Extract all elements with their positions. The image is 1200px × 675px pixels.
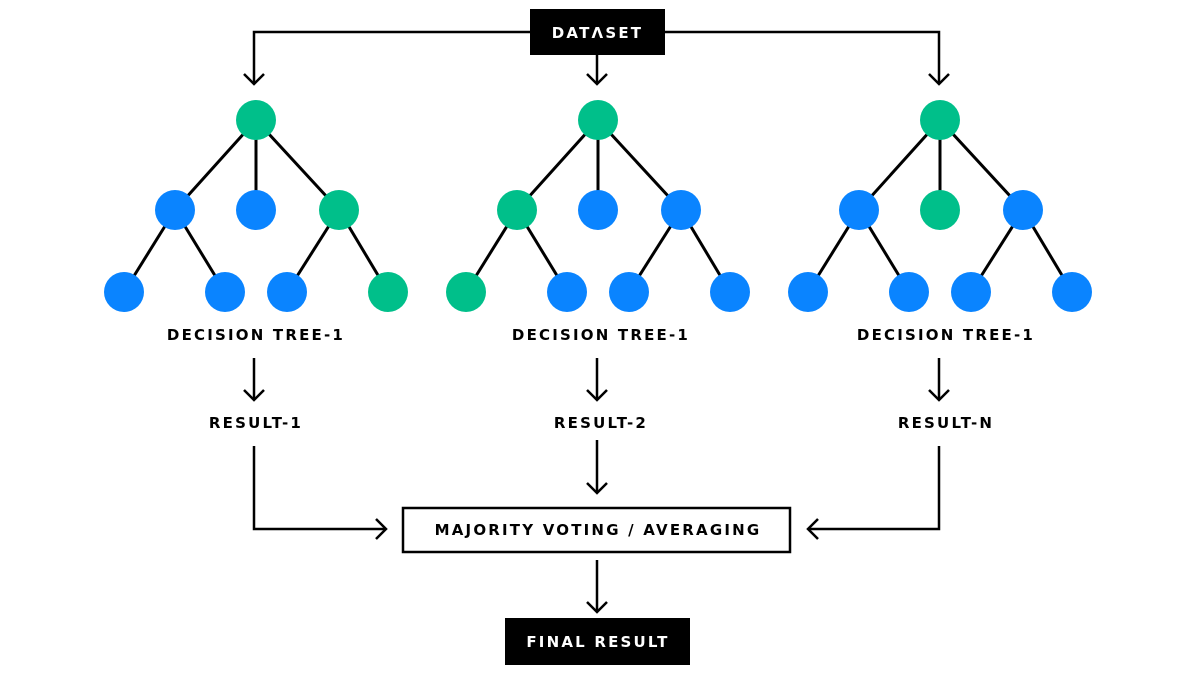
tree-leaf-node [205,272,245,312]
aggregator-box [401,506,792,554]
tree-edge [938,118,1025,212]
decision-tree-1 [104,100,408,312]
tree-leaf-node [710,272,750,312]
trees-layer [104,100,1092,312]
aggregator-label: MAJORITY VOTING / AVERAGING [435,521,762,539]
tree-node-level1 [839,190,879,230]
aggregator-node: MAJORITY VOTING / AVERAGING [401,506,792,554]
tree-node-level1 [155,190,195,230]
tree-leaf-node [951,272,991,312]
tree-node-level1 [319,190,359,230]
tree-to-result-arrows [243,358,950,402]
decision-tree-2 [446,100,750,312]
tree-label-3: DECISION TREE-1 [857,326,1035,344]
tree-node-level1 [236,190,276,230]
dataset-box [530,9,665,55]
result-to-aggregator-arrows [252,440,941,540]
tree-leaf-node [547,272,587,312]
tree-leaf-node [368,272,408,312]
tree-edge [173,118,258,212]
final-result-label: FINAL RESULT [526,633,669,651]
tree-node-level1 [578,190,618,230]
tree-leaf-node [1052,272,1092,312]
final-result-box [505,618,690,665]
tree-leaf-node [788,272,828,312]
tree-label-1: DECISION TREE-1 [167,326,345,344]
tree-leaf-node [104,272,144,312]
tree-edge [596,118,683,212]
decision-tree-3 [788,100,1092,312]
tree-edge [857,118,942,212]
tree-edge [254,118,341,212]
tree-label-2: DECISION TREE-1 [512,326,690,344]
result-label-2: RESULT-2 [554,414,648,432]
tree-leaf-node [446,272,486,312]
result-label-n: RESULT-N [898,414,994,432]
result-label-1: RESULT-1 [209,414,303,432]
tree-leaf-node [267,272,307,312]
tree-edge [515,118,600,212]
tree-root-node [578,100,618,140]
final-result-node: FINAL RESULT [505,618,690,665]
tree-node-level1 [661,190,701,230]
tree-node-level1 [1003,190,1043,230]
tree-leaf-node [889,272,929,312]
tree-leaf-node [609,272,649,312]
dataset-arrows [243,30,950,86]
aggregator-to-final-arrow [586,560,608,614]
tree-root-node [920,100,960,140]
dataset-label: DATΛSET [552,24,643,42]
tree-node-level1 [497,190,537,230]
tree-node-level1 [920,190,960,230]
dataset-node: DATΛSET [530,9,665,55]
tree-root-node [236,100,276,140]
